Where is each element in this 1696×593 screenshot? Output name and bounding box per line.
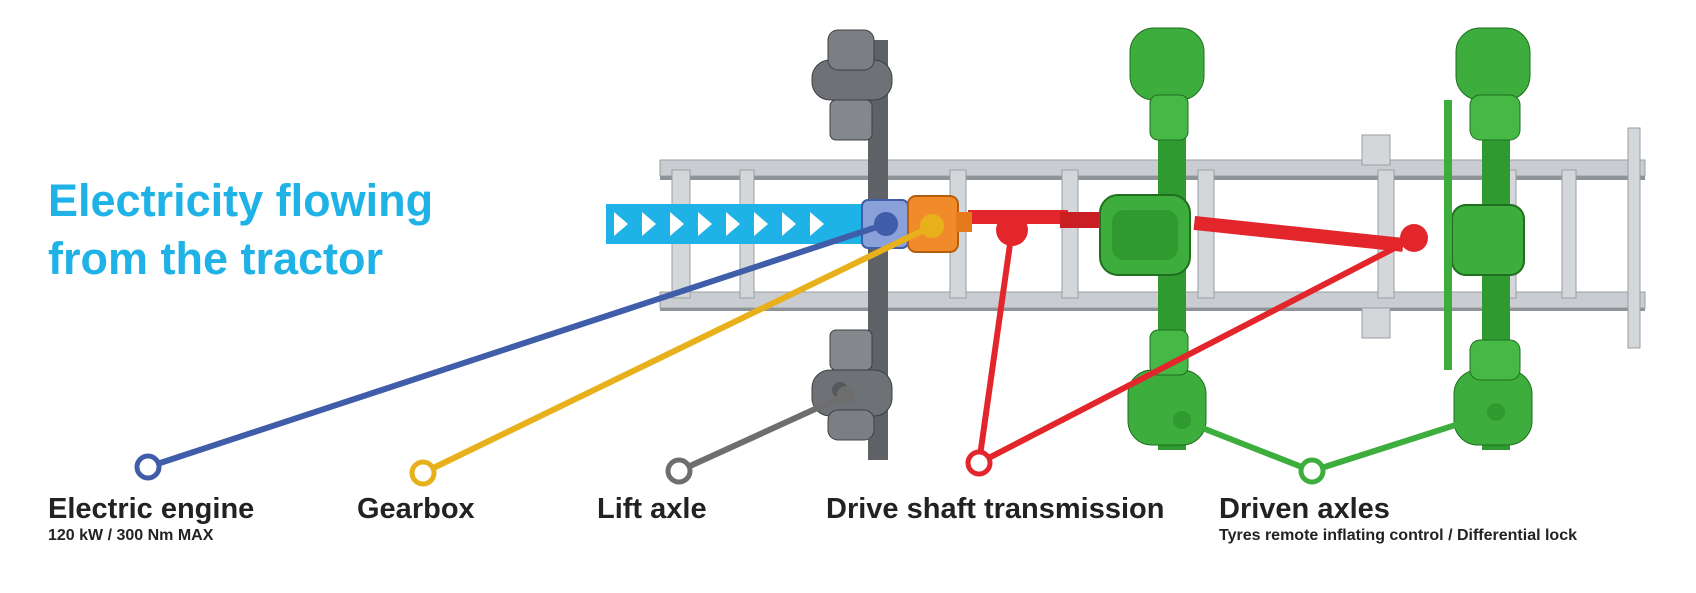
headline: Electricity flowing from the tractor — [48, 172, 433, 288]
engine-callout — [134, 212, 898, 481]
driven-axles-callout-marker — [1298, 457, 1326, 485]
driven-axles-label: Driven axles Tyres remote inflating cont… — [1219, 492, 1577, 546]
drive-shaft — [968, 210, 1428, 252]
gearbox-callout — [409, 214, 944, 487]
gearbox-callout-marker — [409, 459, 437, 487]
driven-axles-callout — [1173, 403, 1505, 485]
lift-axle-callout-marker — [665, 457, 693, 485]
gearbox-label-title: Gearbox — [357, 493, 475, 525]
engine-label-subtitle: 120 kW / 300 Nm MAX — [48, 527, 214, 544]
gearbox-label: Gearbox — [357, 492, 475, 526]
lift-axle-assembly — [811, 29, 893, 460]
engine-label-title: Electric engine — [48, 493, 255, 525]
driven-axle-front — [1099, 27, 1207, 450]
lift-axle-callout — [665, 386, 855, 485]
engine-label: Electric engine 120 kW / 300 Nm MAX — [48, 492, 254, 546]
lift-axle-label: Lift axle — [597, 492, 707, 526]
driven-axle-rear — [1444, 27, 1533, 450]
driven-axles-label-subtitle: Tyres remote inflating control / Differe… — [1219, 527, 1577, 544]
headline-line-2: from the tractor — [48, 233, 384, 284]
drive-shaft-callout — [965, 227, 1417, 477]
power-input-arrows — [606, 204, 864, 244]
driven-axles-label-title: Driven axles — [1219, 493, 1390, 525]
drive-shaft-label-title: Drive shaft transmission — [826, 493, 1165, 525]
drive-shaft-callout-marker — [965, 449, 993, 477]
lift-axle-label-title: Lift axle — [597, 493, 707, 525]
engine-callout-marker — [134, 453, 162, 481]
headline-line-1: Electricity flowing — [48, 175, 434, 226]
drive-shaft-label: Drive shaft transmission — [826, 492, 1164, 526]
